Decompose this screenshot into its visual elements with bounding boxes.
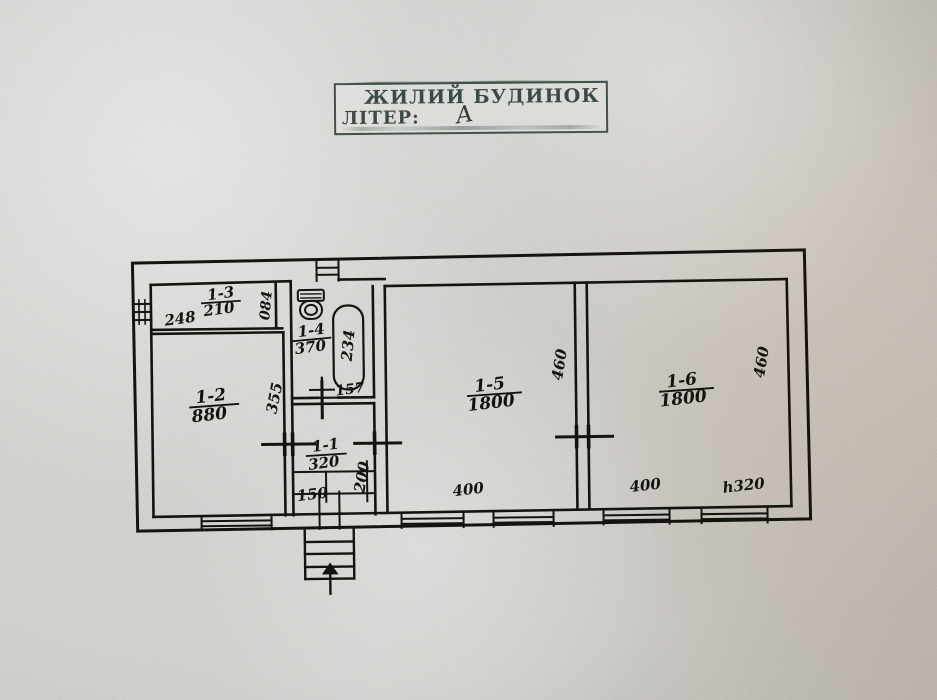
outer-wall-envelope <box>130 248 813 533</box>
room-1-1-number: 1-1 <box>311 434 340 455</box>
room-1-6-walls <box>585 281 591 510</box>
room-1-5-walls <box>383 281 579 513</box>
room-1-4-divider <box>292 336 332 343</box>
central-spine-wall <box>289 279 295 517</box>
toilet-fixture <box>296 288 325 320</box>
room-1-4-label: 1-4 370 <box>294 320 328 359</box>
windows-bottom-wall <box>200 507 769 532</box>
bathtub-fixture <box>332 304 365 391</box>
dim-460-right: 460 <box>750 345 773 379</box>
dim-200: 200 <box>350 460 373 495</box>
dim-400-right: 400 <box>629 474 663 496</box>
dim-150: 150 <box>296 483 330 505</box>
room-1-3-label: 1-3 210 <box>201 283 236 321</box>
room-1-1-walls <box>372 401 377 516</box>
room-1-2-label: 1-2 880 <box>190 385 229 428</box>
room-1-1-label: 1-1 320 <box>307 434 341 474</box>
room-1-3-divider <box>200 299 241 305</box>
dim-h320: h320 <box>722 474 767 497</box>
dim-157: 157 <box>334 380 365 400</box>
room-1-6-number: 1-6 <box>665 369 698 392</box>
room-1-3-walls <box>149 282 284 332</box>
room-1-1-area: 320 <box>307 452 341 474</box>
room-1-2-walls <box>149 330 287 517</box>
room-1-3-number: 1-3 <box>206 283 235 304</box>
room-1-4-area: 370 <box>294 336 328 358</box>
room-1-4-number: 1-4 <box>296 320 325 341</box>
room-1-5-number: 1-5 <box>473 373 506 396</box>
stair-shaft-lines <box>291 470 377 496</box>
dimension-ticks <box>274 282 369 503</box>
room-1-5-divider <box>467 391 523 398</box>
dim-234: 234 <box>338 329 359 363</box>
window-top-wall <box>315 258 340 282</box>
dim-460-left: 460 <box>548 347 571 381</box>
dim-355: 355 <box>263 381 287 415</box>
dim-248: 248 <box>162 308 197 330</box>
dim-084: 084 <box>257 290 276 321</box>
room-1-6-divider <box>659 387 715 393</box>
window-left-wall <box>131 299 153 325</box>
dim-400-left: 400 <box>452 479 486 501</box>
door-openings <box>261 380 615 457</box>
room-1-2-number: 1-2 <box>194 385 227 408</box>
room-1-2-divider <box>189 402 240 409</box>
room-1-3-area: 210 <box>201 298 236 320</box>
entrance-stairs <box>303 490 356 595</box>
room-1-1-divider <box>305 452 347 457</box>
